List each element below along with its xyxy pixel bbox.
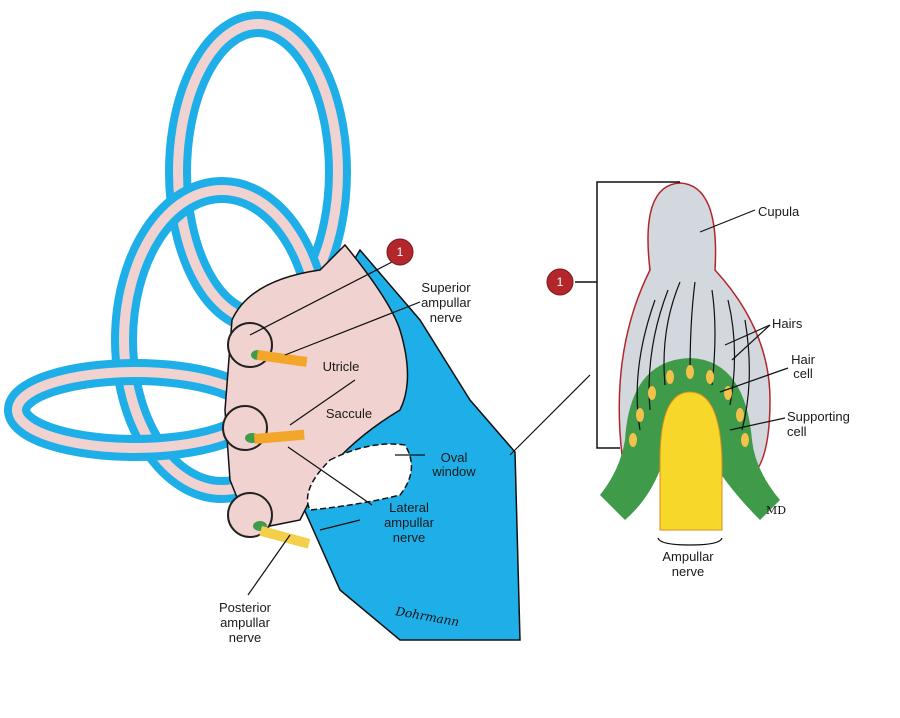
label-hair-cell: Hair [791,352,816,367]
nerve-brace [657,537,723,546]
svg-text:1: 1 [557,275,564,289]
crista-ampullaris [575,181,789,546]
label-posterior-ampullar-nerve: ampullar [220,615,271,630]
supporting-cells [600,358,780,520]
hair-cells [629,365,749,447]
label-posterior-ampullar-nerve: nerve [229,630,262,645]
artist-initials: MD [766,504,786,517]
label-lateral-ampullar-nerve: ampullar [384,515,435,530]
label-posterior-ampullar-nerve: Posterior [219,600,272,615]
label-saccule: Saccule [326,406,372,421]
label-supporting-cell: cell [787,424,807,439]
label-lateral-ampullar-nerve: nerve [393,530,426,545]
label-oval-window: window [431,464,476,479]
oval-window [306,443,413,511]
label-oval-window: Oval [441,450,468,465]
right-leader-lines [699,209,789,431]
label-ampullar-nerve: Ampullar [662,549,714,564]
label-ampullar-nerve: nerve [672,564,705,579]
label-cupula: Cupula [758,204,800,219]
label-hair-cell: cell [793,366,813,381]
label-superior-ampullar-nerve: ampullar [421,295,472,310]
ampullae [222,322,311,549]
label-hairs: Hairs [772,316,803,331]
label-lateral-ampullar-nerve: Lateral [389,500,429,515]
svg-text:1: 1 [397,245,404,259]
label-supporting-cell: Supporting [787,409,850,424]
crista-bracket [575,181,680,449]
label-superior-ampullar-nerve: Superior [421,280,471,295]
leader-lines [247,261,591,596]
label-superior-ampullar-nerve: nerve [430,310,463,325]
marker-badge[interactable]: 1 [546,268,574,296]
ampullar-nerve-fibers [659,391,723,531]
marker-badge[interactable]: 1 [386,238,414,266]
label-utricle: Utricle [323,359,360,374]
